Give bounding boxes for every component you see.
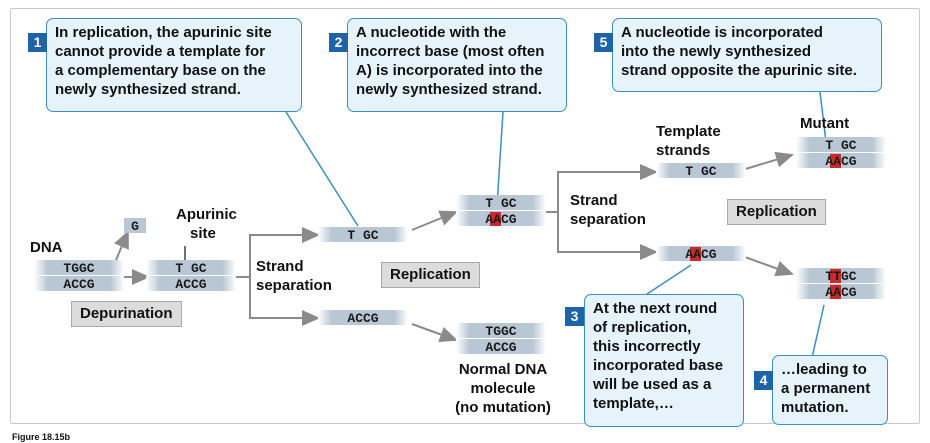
normal-dna-line: molecule bbox=[470, 380, 536, 397]
permanent-top-strand: TTGC bbox=[825, 269, 856, 284]
callout-1-line: cannot provide a template for bbox=[55, 43, 266, 60]
template-strands-line: Template bbox=[656, 123, 721, 140]
strand-bar bbox=[146, 276, 236, 291]
normal-top-strand: TGGC bbox=[485, 324, 516, 339]
callout-3-line: At the next round bbox=[593, 300, 718, 317]
replicated-bottom-strand: AACG bbox=[485, 212, 516, 227]
callout-2-line: A) is incorporated into the bbox=[356, 62, 543, 79]
released-guanine: G bbox=[131, 219, 139, 234]
step-number-1: 1 bbox=[28, 33, 47, 52]
dna-bottom-strand: ACCG bbox=[63, 277, 94, 292]
mutant-base-highlight bbox=[830, 285, 841, 299]
strand-bar bbox=[318, 227, 408, 242]
callout-1-line: a complementary base on the bbox=[55, 62, 266, 79]
callout-5-line: into the newly synthesized bbox=[621, 43, 812, 60]
normal-dna-line: (no mutation) bbox=[455, 399, 551, 416]
callout-4-line: mutation. bbox=[781, 399, 849, 416]
strand-separation-line: Strand bbox=[256, 258, 304, 275]
mutant-label: Mutant bbox=[800, 115, 850, 132]
replicated-top-strand: T GC bbox=[485, 196, 516, 211]
strand-bar bbox=[456, 195, 546, 210]
template-strands-label: Template strands bbox=[656, 122, 721, 160]
strand-separation-label-2: Strand separation bbox=[570, 191, 646, 229]
apurinic-label: Apurinic site bbox=[176, 205, 237, 243]
pointer-1 bbox=[285, 111, 359, 227]
step-number-2: 2 bbox=[329, 33, 348, 52]
apurinic-label-line: Apurinic bbox=[176, 206, 237, 223]
step-number-3: 3 bbox=[565, 307, 584, 326]
step-number-4: 4 bbox=[754, 371, 773, 390]
dna-top-strand: TGGC bbox=[63, 261, 94, 276]
strand-separation-line: separation bbox=[570, 211, 646, 228]
strand-sequences: TGGC ACCG G T GC ACCG T GC ACCG T GC AAC… bbox=[63, 138, 856, 355]
mutation-highlights bbox=[490, 154, 841, 299]
callout-3-line: this incorrectly bbox=[593, 338, 701, 355]
dna-label: DNA bbox=[30, 239, 63, 256]
callout-2-line: newly synthesized strand. bbox=[356, 81, 542, 98]
callout-5-line: strand opposite the apurinic site. bbox=[621, 62, 857, 79]
mutant-base-highlight bbox=[690, 247, 701, 261]
callout-2: A nucleotide with the incorrect base (mo… bbox=[347, 18, 567, 112]
strand-separation-label-1: Strand separation bbox=[256, 257, 332, 295]
rep2-top-arrow bbox=[741, 151, 794, 171]
permanent-bottom-strand: AACG bbox=[825, 285, 856, 300]
apurinic-bottom-strand: ACCG bbox=[175, 277, 206, 292]
callout-4: …leading to a permanent mutation. bbox=[772, 355, 888, 425]
strand-bar bbox=[656, 163, 746, 178]
callout-4-line: a permanent bbox=[781, 380, 871, 397]
normal-dna-label: Normal DNA molecule (no mutation) bbox=[448, 360, 558, 417]
strand-bar bbox=[456, 339, 546, 354]
rep2-bot-arrow bbox=[741, 255, 794, 277]
mutant-top-strand: T GC bbox=[825, 138, 856, 153]
strand-separation-line: Strand bbox=[570, 192, 618, 209]
pointer-3 bbox=[643, 264, 692, 297]
callout-1-line: In replication, the apurinic site bbox=[55, 24, 272, 41]
callout-2-line: A nucleotide with the bbox=[356, 24, 507, 41]
normal-dna-line: Normal DNA bbox=[458, 361, 548, 378]
strand-bar bbox=[34, 260, 124, 275]
separated-top-strand: T GC bbox=[347, 228, 378, 243]
strand-bar bbox=[124, 218, 146, 233]
callout-1: In replication, the apurinic site cannot… bbox=[46, 18, 302, 112]
mutant-base-highlight bbox=[830, 154, 841, 168]
apurinic-top-strand: T GC bbox=[175, 261, 206, 276]
figure-frame bbox=[10, 8, 920, 424]
strand-bar bbox=[146, 260, 236, 275]
rep1-bot-arrow bbox=[411, 323, 458, 343]
template-strands-line: strands bbox=[656, 142, 711, 159]
callout-3-line: incorporated base bbox=[593, 357, 724, 374]
flow-arrows bbox=[111, 151, 794, 343]
figure-caption: Figure 18.15b bbox=[12, 432, 71, 442]
callout-5-line: A nucleotide is incorporated bbox=[621, 24, 823, 41]
separated-bottom-strand: ACCG bbox=[347, 311, 378, 326]
mutant-bottom-strand: AACG bbox=[825, 154, 856, 169]
strand-bar bbox=[34, 276, 124, 291]
rep1-top-arrow bbox=[411, 210, 458, 231]
callout-5: A nucleotide is incorporated into the ne… bbox=[612, 18, 882, 92]
replication-box-2: Replication bbox=[727, 199, 826, 225]
depurination-box: Depurination bbox=[71, 301, 182, 327]
normal-bottom-strand: ACCG bbox=[485, 340, 516, 355]
replication-box-1: Replication bbox=[381, 262, 480, 288]
callout-1-line: newly synthesized strand. bbox=[55, 81, 241, 98]
template-strand: T GC bbox=[685, 164, 716, 179]
callout-2-line: incorrect base (most often bbox=[356, 43, 545, 60]
apurinic-label-line: site bbox=[190, 225, 216, 242]
incorporated-strand: AACG bbox=[685, 247, 716, 262]
mutant-base-highlight bbox=[490, 212, 501, 226]
step-number-5: 5 bbox=[594, 33, 613, 52]
callout-3-line: template,… bbox=[593, 395, 674, 412]
pointer-2 bbox=[496, 111, 504, 207]
mutant-base-highlight bbox=[830, 269, 841, 283]
callout-3-line: of replication, bbox=[593, 319, 692, 336]
callout-3-line: will be used as a bbox=[593, 376, 712, 393]
strand-bar bbox=[318, 310, 408, 325]
strand-bar bbox=[456, 323, 546, 338]
strand-separation-line: separation bbox=[256, 277, 332, 294]
callout-3: At the next round of replication, this i… bbox=[584, 294, 744, 427]
callout-4-line: …leading to bbox=[781, 361, 867, 378]
strand-bar bbox=[796, 137, 886, 152]
